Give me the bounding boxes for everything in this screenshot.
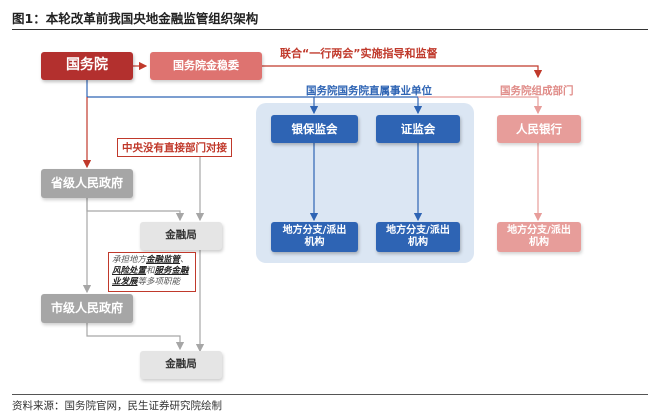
link-province-bureau bbox=[86, 198, 185, 222]
link-city-bureau bbox=[86, 323, 185, 351]
link-trunk-cbirc bbox=[87, 96, 319, 115]
note-sep1: 、 bbox=[180, 255, 189, 265]
note-item-service: 服务金融业发展 bbox=[112, 266, 189, 288]
node-pboc-branch: 地方分支/派出机构 bbox=[497, 222, 581, 252]
source-note: 资料来源：国务院官网，民生证券研究院绘制 bbox=[12, 400, 222, 412]
label-coordination: 联合“一行两会”实施指导和监督 bbox=[280, 47, 438, 60]
bureau-function-note: 承担地方金融监管、风险处置和服务金融业发展等多项职能 bbox=[108, 252, 196, 292]
node-csrc-branch: 地方分支/派出机构 bbox=[376, 222, 460, 252]
label-institutions: 国务院国务院直属事业单位 bbox=[306, 85, 432, 97]
node-cbirc-branch: 地方分支/派出机构 bbox=[271, 222, 358, 252]
node-city-fin-bureau: 金融局 bbox=[140, 351, 222, 379]
node-city-gov: 市级人民政府 bbox=[41, 294, 133, 323]
note-item-risk: 风险处置 bbox=[112, 266, 147, 277]
bottom-rule bbox=[12, 394, 648, 395]
top-rule bbox=[12, 29, 648, 30]
label-departments: 国务院组成部门 bbox=[500, 85, 574, 97]
node-finance-committee: 国务院金稳委 bbox=[150, 52, 262, 80]
note-prefix: 承担地方 bbox=[112, 255, 147, 265]
link-trunk-csrc bbox=[314, 96, 423, 115]
note-sep2: 和 bbox=[146, 266, 155, 277]
node-csrc: 证监会 bbox=[376, 115, 460, 143]
node-provincial-gov: 省级人民政府 bbox=[41, 169, 133, 198]
node-pboc: 人民银行 bbox=[497, 115, 581, 143]
note-suffix: 等多项职能 bbox=[137, 277, 181, 288]
figure-title: 图1：本轮改革前我国央地金融监管组织架构 bbox=[12, 11, 259, 26]
node-cbirc: 银保监会 bbox=[271, 115, 358, 143]
link-no-counterpart bbox=[174, 149, 205, 222]
node-state-council: 国务院 bbox=[41, 52, 133, 80]
label-no-counterpart: 中央没有直接部门对接 bbox=[117, 138, 232, 157]
note-item-supervision: 金融监管 bbox=[146, 255, 181, 265]
link-trunk-pboc bbox=[418, 96, 543, 115]
node-provincial-fin-bureau: 金融局 bbox=[140, 222, 222, 250]
link-committee-coordination bbox=[262, 65, 543, 79]
